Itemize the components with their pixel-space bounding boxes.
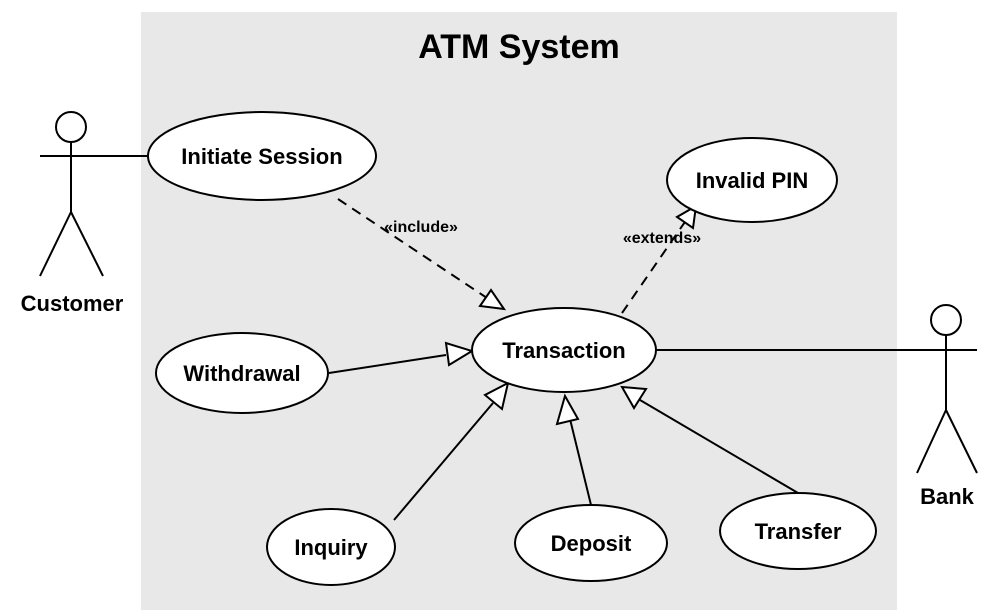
actor-bank	[916, 304, 978, 474]
use-case-invalid-pin-label: Invalid PIN	[696, 168, 808, 193]
system-title: ATM System	[418, 28, 620, 66]
generalization-deposit	[569, 418, 592, 506]
use-case-transfer	[719, 492, 877, 570]
generalization-inquiry-arrowhead	[483, 381, 510, 411]
generalization-withdrawal	[328, 354, 447, 374]
include-stereotype-label: «include»	[384, 219, 458, 236]
generalization-withdrawal-arrowhead	[444, 341, 475, 367]
actor-customer-label: Customer	[21, 291, 124, 316]
use-case-transaction-label: Transaction	[502, 338, 625, 363]
extends-arrowhead	[675, 204, 698, 230]
use-case-deposit	[514, 504, 668, 582]
extends-stereotype-label: «extends»	[623, 230, 701, 247]
use-case-withdrawal-label: Withdrawal	[183, 361, 300, 386]
actor-customer	[39, 111, 104, 277]
use-case-withdrawal	[155, 332, 329, 414]
actor-bank-label: Bank	[920, 484, 975, 509]
use-case-inquiry-label: Inquiry	[294, 535, 368, 560]
generalization-transfer-arrowhead	[620, 385, 648, 410]
use-case-deposit-label: Deposit	[551, 531, 632, 556]
extends-dependency	[621, 218, 688, 314]
generalization-transfer	[639, 399, 799, 494]
generalization-inquiry	[393, 402, 494, 521]
use-case-inquiry	[266, 508, 396, 586]
include-dependency	[337, 198, 491, 301]
include-arrowhead	[478, 288, 507, 311]
use-case-transaction	[471, 307, 657, 393]
generalization-deposit-arrowhead	[555, 393, 580, 426]
use-case-initiate-session-label: Initiate Session	[181, 144, 342, 169]
use-case-invalid-pin	[666, 137, 838, 223]
use-case-transfer-label: Transfer	[755, 519, 842, 544]
use-case-initiate-session	[147, 111, 377, 201]
